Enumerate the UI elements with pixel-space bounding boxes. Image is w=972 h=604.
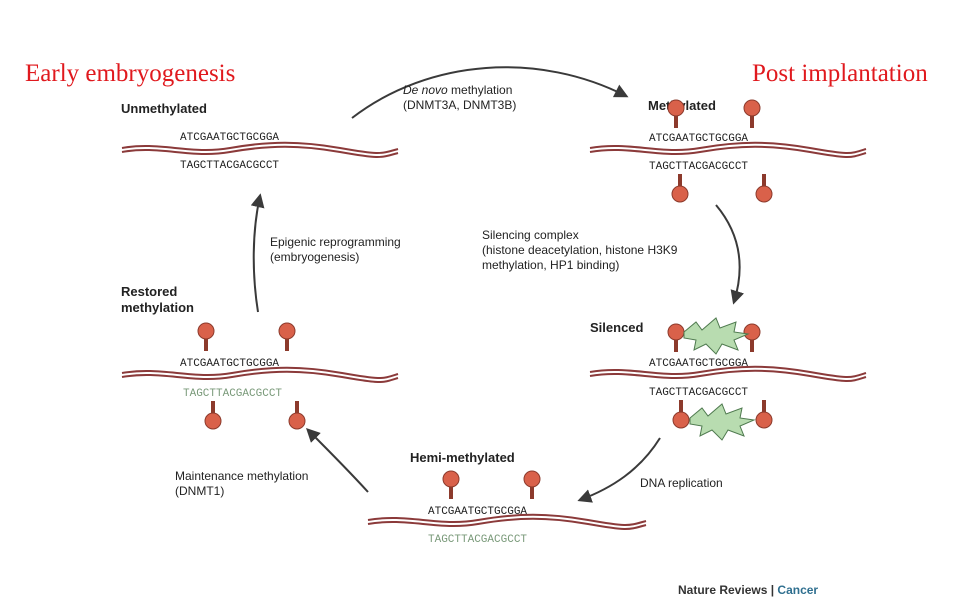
dna-strand-top <box>367 513 647 526</box>
methyl-mark <box>670 172 690 204</box>
dna-strand-top <box>121 366 399 379</box>
dna-strand-bottom <box>589 369 867 382</box>
methyl-mark <box>288 412 306 430</box>
dna-top-sequence: ATCGAATGCTGCGGA <box>649 358 748 370</box>
annotation-early-embryogenesis: Early embryogenesis <box>25 60 235 87</box>
dna-strand-bottom <box>367 517 647 530</box>
methyl-mark <box>666 98 686 130</box>
silencing-complex-icon <box>689 403 756 441</box>
dna-strand-bottom <box>121 145 399 158</box>
transition-de-novo-label: De novo methylation <box>403 83 512 97</box>
arrow-epigenetic-reprogramming <box>250 193 265 313</box>
transition-silencing-label: Silencing complex <box>482 228 579 242</box>
silencing-complex-icon <box>683 317 750 355</box>
dna-top-sequence: ATCGAATGCTGCGGA <box>180 358 279 370</box>
dna-bottom-sequence-old-strand: TAGCTTACGACGCCT <box>183 388 282 400</box>
dna-top-sequence: ATCGAATGCTGCGGA <box>649 133 748 145</box>
dna-strand-bottom <box>589 145 867 158</box>
methyl-mark <box>204 412 222 430</box>
state-restored-label-line2: methylation <box>121 300 194 315</box>
methyl-mark <box>196 321 216 353</box>
dna-strand-top <box>589 365 867 378</box>
methyl-mark <box>742 98 762 130</box>
methyl-mark <box>671 398 691 430</box>
dna-strand-top <box>121 141 399 154</box>
journal-credit: Nature Reviews | Cancer <box>678 583 818 597</box>
transition-replication-label: DNA replication <box>640 476 723 490</box>
dna-bottom-sequence: TAGCTTACGACGCCT <box>649 387 748 399</box>
annotation-post-implantation: Post implantation <box>752 60 928 87</box>
dna-top-sequence: ATCGAATGCTGCGGA <box>180 132 279 144</box>
methyl-mark <box>441 469 461 501</box>
arrow-maintenance-methylation <box>306 428 369 493</box>
arrow-dna-replication <box>577 437 661 503</box>
transition-silencing-detail-2: methylation, HP1 binding) <box>482 258 619 272</box>
transition-maintenance-enzyme: (DNMT1) <box>175 484 224 498</box>
dna-bottom-sequence: TAGCTTACGACGCCT <box>649 161 748 173</box>
state-hemi-methylated-label: Hemi-methylated <box>410 450 515 465</box>
dna-top-sequence: ATCGAATGCTGCGGA <box>428 506 527 518</box>
methyl-mark <box>742 322 762 354</box>
dna-strand-top <box>589 141 867 154</box>
arrow-silencing <box>715 204 745 305</box>
transition-reprogramming-detail: (embryogenesis) <box>270 250 359 264</box>
transition-de-novo-enzymes: (DNMT3A, DNMT3B) <box>403 98 516 112</box>
methyl-mark <box>754 172 774 204</box>
state-restored-label: Restored <box>121 284 177 299</box>
methyl-mark <box>666 322 686 354</box>
dna-bottom-sequence: TAGCTTACGACGCCT <box>180 160 279 172</box>
transition-silencing-detail-1: (histone deacetylation, histone H3K9 <box>482 243 678 257</box>
state-silenced-label: Silenced <box>590 320 644 335</box>
dna-bottom-sequence-old-strand: TAGCTTACGACGCCT <box>428 534 527 546</box>
transition-maintenance-label: Maintenance methylation <box>175 469 308 483</box>
transition-reprogramming-label: Epigenic reprogramming <box>270 235 401 249</box>
methyl-mark <box>522 469 542 501</box>
state-unmethylated-label: Unmethylated <box>121 101 207 116</box>
methyl-mark <box>277 321 297 353</box>
arrow-de-novo-methylation <box>351 66 629 119</box>
methyl-mark <box>754 398 774 430</box>
dna-strand-bottom <box>121 370 399 383</box>
